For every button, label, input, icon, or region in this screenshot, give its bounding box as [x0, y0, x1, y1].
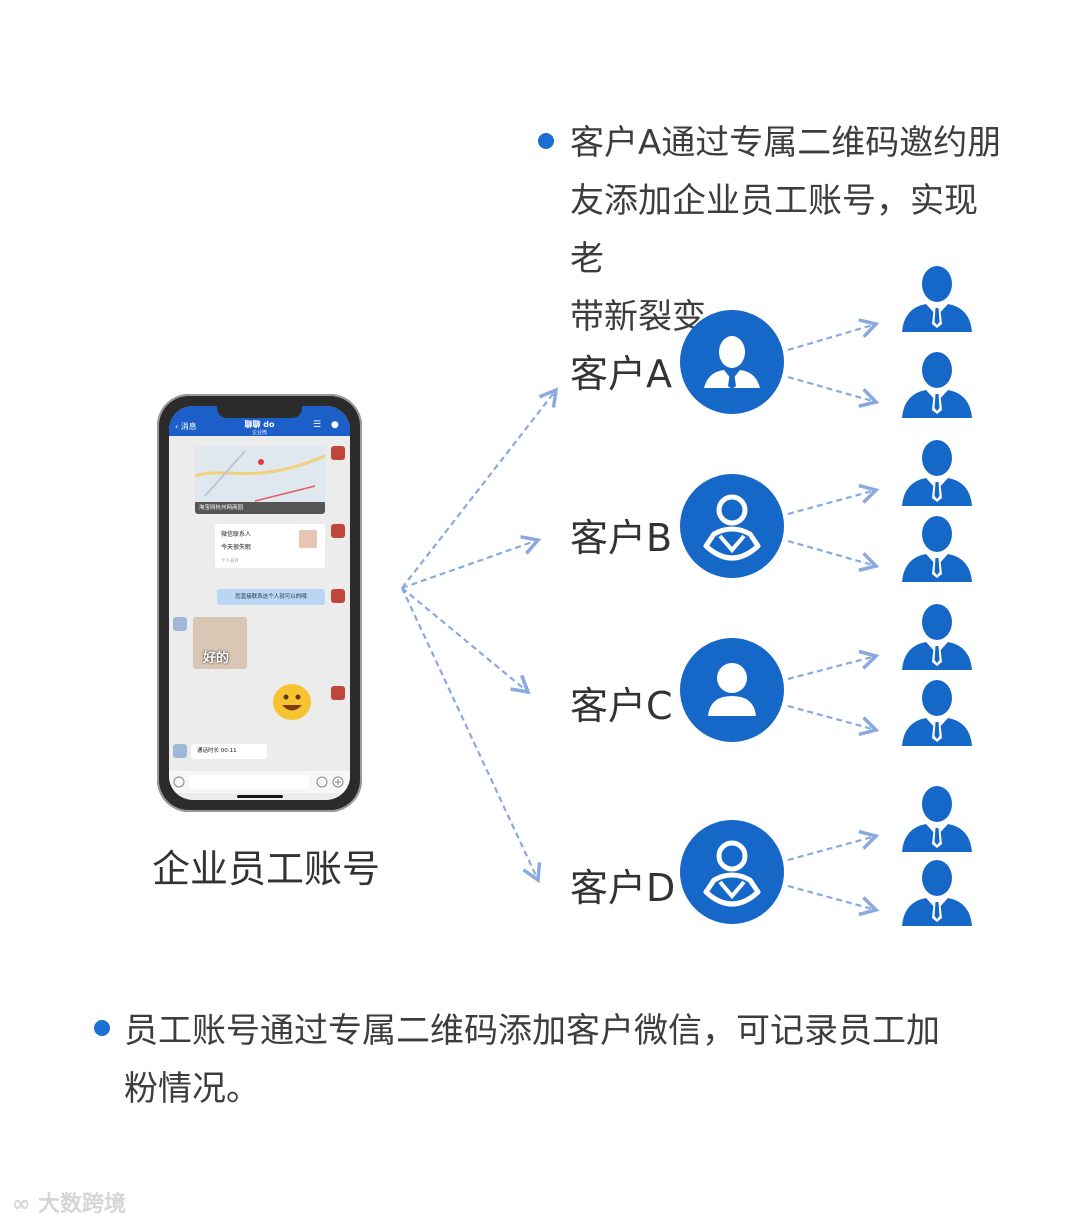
avatar: [331, 686, 345, 700]
phone-caption: 企业员工账号: [152, 847, 381, 891]
friend-person-icon: [900, 678, 974, 748]
arrow-a-friend-2: [787, 375, 880, 408]
avatar: [173, 617, 187, 631]
card-text: 今天很失眠: [221, 544, 252, 551]
person-outline-icon: [703, 840, 761, 907]
arrow-b-friend-2: [787, 539, 880, 572]
friend-person-icon: [900, 784, 974, 854]
call-record[interactable]: 通话时长 00:11: [191, 744, 267, 759]
arrow-to-customer-a: [401, 387, 559, 589]
phone-screen: ‹ 消息 聊聊 do 企业微 ☰ ● 淘宝网杭州网商园 微信联系人 今天很失眠 …: [169, 406, 350, 800]
friend-person-icon: [900, 858, 974, 928]
arrow-a-friend-1: [787, 318, 880, 352]
plus-icon[interactable]: [332, 776, 344, 788]
person-solid-icon: [708, 663, 756, 716]
top-note-line-1: 客户A通过专属二维码邀约朋: [570, 123, 1002, 163]
card-title: 微信联系人: [221, 531, 252, 538]
arrow-b-friend-1: [787, 483, 880, 516]
chat-title: 聊聊 do: [244, 420, 275, 429]
customer-d-circle: [680, 820, 784, 924]
bullet-dot-top: [538, 133, 554, 149]
back-label: 消息: [180, 422, 197, 431]
sent-message: 您直接联系这个人就可以的哦: [217, 589, 325, 605]
watermark: ∞ 大数跨境: [12, 1186, 126, 1218]
avatar: [173, 744, 187, 758]
friend-person-icon: [900, 264, 974, 334]
phone-notch: [217, 406, 302, 418]
top-note-line-2: 友添加企业员工账号，实现老: [570, 181, 978, 279]
smile-icon: [282, 694, 302, 711]
user-icon[interactable]: ●: [331, 420, 339, 430]
arrow-to-customer-d: [401, 587, 542, 884]
sticker-text: 好的: [203, 651, 230, 666]
arrow-d-friend-2: [787, 884, 880, 917]
customer-b-circle: [680, 474, 784, 578]
customer-b-label: 客户B: [570, 516, 673, 560]
phone-mockup: ‹ 消息 聊聊 do 企业微 ☰ ● 淘宝网杭州网商园 微信联系人 今天很失眠 …: [157, 394, 362, 812]
bottom-note: 员工账号通过专属二维码添加客户微信，可记录员工加 粉情况。: [124, 1002, 1024, 1118]
bottom-note-line-2: 粉情况。: [124, 1069, 260, 1109]
customer-d-label: 客户D: [570, 866, 676, 910]
bullet-dot-bottom: [94, 1020, 110, 1036]
person-tie-icon: [704, 336, 760, 389]
bottom-note-line-1: 员工账号通过专属二维码添加客户微信，可记录员工加: [124, 1011, 940, 1051]
avatar: [331, 524, 345, 538]
watermark-text: 大数跨境: [38, 1192, 127, 1217]
emoji-sticker: [273, 684, 311, 720]
card-avatar: [299, 530, 317, 548]
home-indicator: [237, 795, 283, 798]
contact-card[interactable]: 微信联系人 今天很失眠 个人名片: [215, 524, 325, 568]
chat-subtitle: 企业微: [251, 430, 267, 436]
map-caption: 淘宝网杭州网商园: [195, 502, 325, 514]
voice-icon[interactable]: [173, 776, 185, 788]
avatar: [331, 589, 345, 603]
map-message[interactable]: 淘宝网杭州网商园: [195, 446, 325, 514]
emoji-icon[interactable]: [316, 776, 328, 788]
person-outline-icon: [703, 494, 761, 561]
arrow-c-friend-2: [787, 704, 880, 737]
friend-person-icon: [900, 514, 974, 584]
menu-icon[interactable]: ☰: [313, 420, 322, 430]
sticker-message: 好的: [193, 617, 247, 669]
avatar: [331, 446, 345, 460]
customer-c-label: 客户C: [570, 684, 673, 728]
map-icon: [195, 450, 325, 502]
customer-a-circle: [680, 310, 784, 414]
customer-c-circle: [680, 638, 784, 742]
arrow-d-friend-1: [787, 829, 880, 862]
customer-a-label: 客户A: [570, 352, 672, 396]
message-input[interactable]: [189, 775, 309, 789]
watermark-logo-icon: ∞: [12, 1192, 31, 1217]
card-footer: 个人名片: [221, 559, 239, 564]
back-button[interactable]: ‹ 消息: [175, 422, 197, 431]
friend-person-icon: [900, 438, 974, 508]
friend-person-icon: [900, 350, 974, 420]
arrow-to-customer-b: [401, 535, 542, 590]
friend-person-icon: [900, 602, 974, 672]
arrow-c-friend-1: [787, 649, 880, 681]
chat-input-bar[interactable]: [169, 771, 350, 793]
arrow-to-customer-c: [401, 587, 531, 695]
